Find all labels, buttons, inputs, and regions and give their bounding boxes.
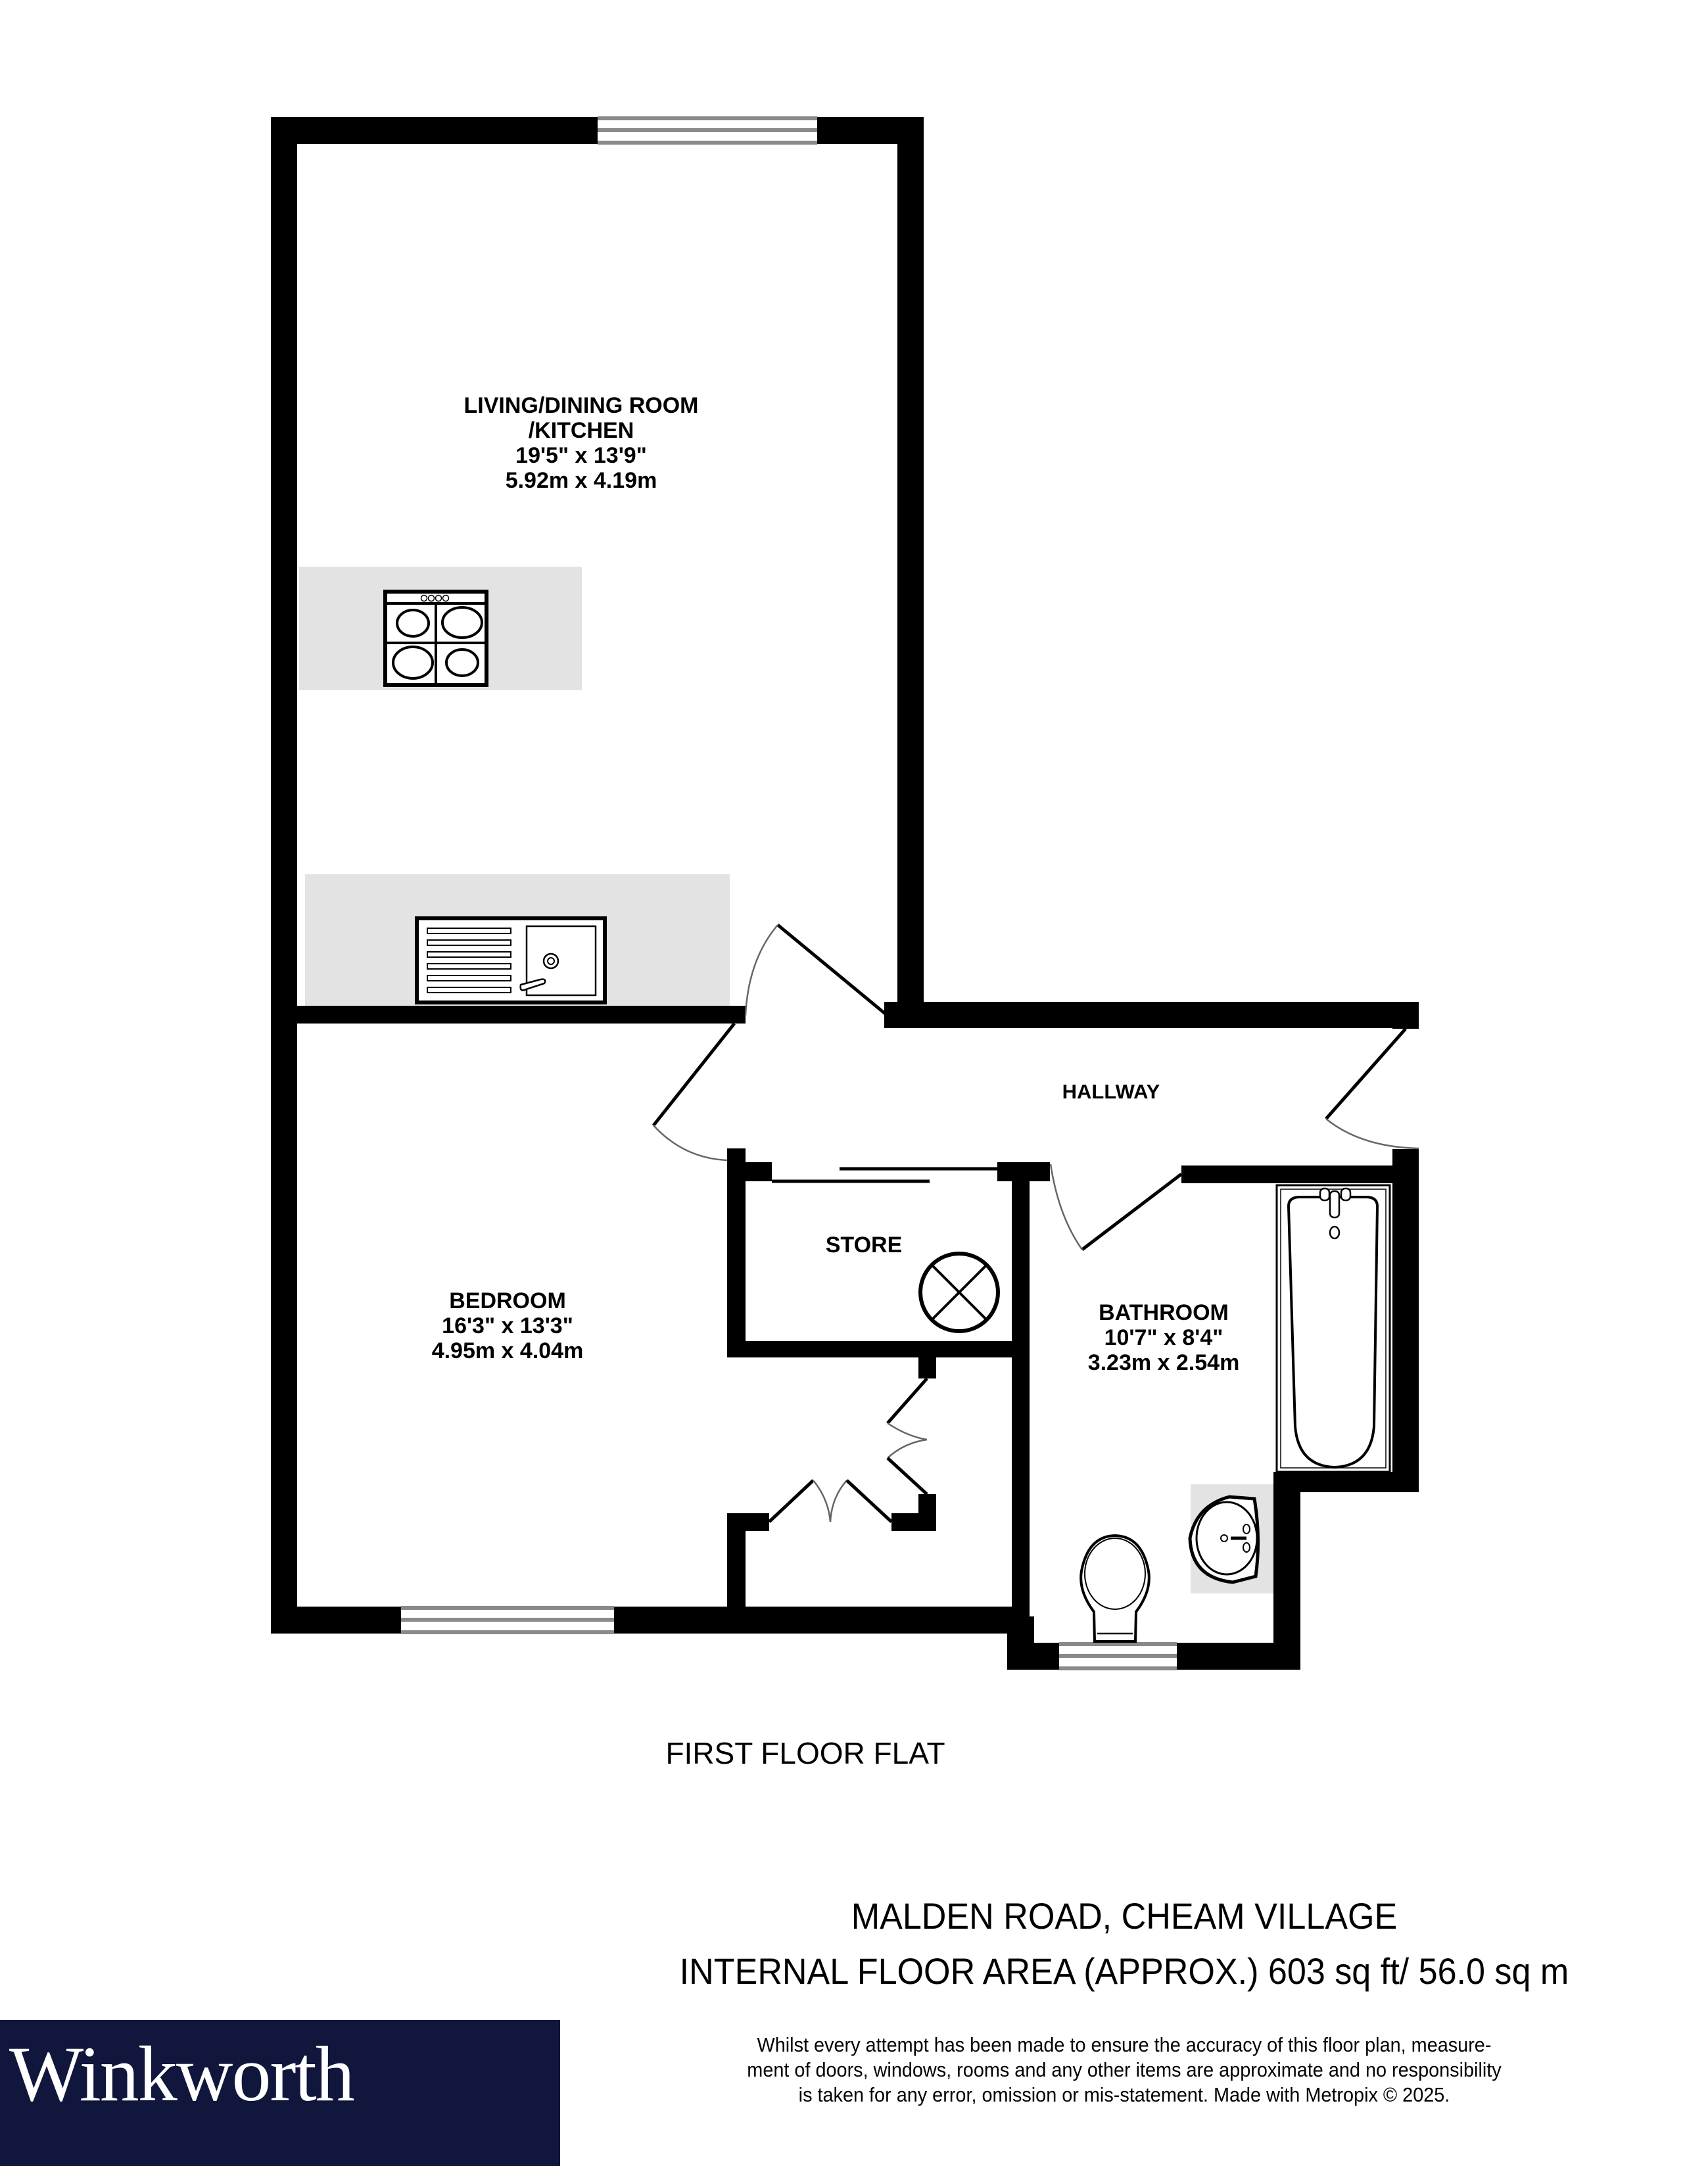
room-bedroom: BEDROOM 16'3" x 13'3" 4.95m x 4.04m (432, 1288, 584, 1363)
room-hallway: HALLWAY (1062, 1080, 1160, 1103)
room-name: BATHROOM (1099, 1300, 1229, 1325)
door-bathroom (1049, 1164, 1183, 1251)
room-living: LIVING/DINING ROOM /KITCHEN 19'5" x 13'9… (464, 393, 699, 493)
room-name: BEDROOM (449, 1288, 566, 1313)
sink-icon (415, 916, 607, 1004)
property-address: MALDEN ROAD, CHEAM VILLAGE (851, 1895, 1398, 1937)
door-living (744, 924, 889, 1017)
store-sliding-door (772, 1167, 997, 1183)
room-imperial: 10'7" x 8'4" (1104, 1325, 1223, 1350)
door-entrance (1325, 1027, 1419, 1150)
walls (271, 117, 1419, 1670)
room-imperial: 19'5" x 13'9" (515, 443, 647, 468)
disclaimer-line: is taken for any error, omission or mis-… (798, 2083, 1450, 2106)
hob-icon (383, 590, 488, 687)
floor-label: FIRST FLOOR FLAT (665, 1736, 945, 1770)
brand-banner: Winkworth (0, 2020, 560, 2166)
room-imperial: 16'3" x 13'3" (442, 1313, 573, 1338)
window-bedroom-bottom (401, 1606, 614, 1634)
room-name: LIVING/DINING ROOM (464, 393, 699, 418)
room-store: STORE (826, 1233, 903, 1258)
room-metric: 3.23m x 2.54m (1088, 1350, 1240, 1375)
room-bathroom: BATHROOM 10'7" x 8'4" 3.23m x 2.54m (1088, 1300, 1240, 1375)
toilet-icon (1079, 1534, 1151, 1643)
disclaimer-line: ment of doors, windows, rooms and any ot… (747, 2058, 1502, 2081)
door-bedroom (652, 1022, 736, 1162)
room-metric: 5.92m x 4.19m (506, 468, 657, 493)
window-living-top (598, 116, 817, 145)
boiler-icon (918, 1252, 1000, 1333)
wardrobe-doors (768, 1377, 928, 1523)
bath-icon (1275, 1184, 1391, 1473)
floor-area: INTERNAL FLOOR AREA (APPROX.) 603 sq ft/… (679, 1950, 1569, 1992)
room-metric: 4.95m x 4.04m (432, 1338, 584, 1363)
brand-logo: Winkworth (9, 2030, 355, 2117)
basin-icon (1188, 1495, 1260, 1584)
disclaimer: Whilst every attempt has been made to en… (648, 2033, 1601, 2107)
window-bathroom-bottom (1059, 1642, 1177, 1670)
disclaimer-line: Whilst every attempt has been made to en… (757, 2033, 1492, 2056)
room-name-cont: /KITCHEN (529, 418, 634, 443)
